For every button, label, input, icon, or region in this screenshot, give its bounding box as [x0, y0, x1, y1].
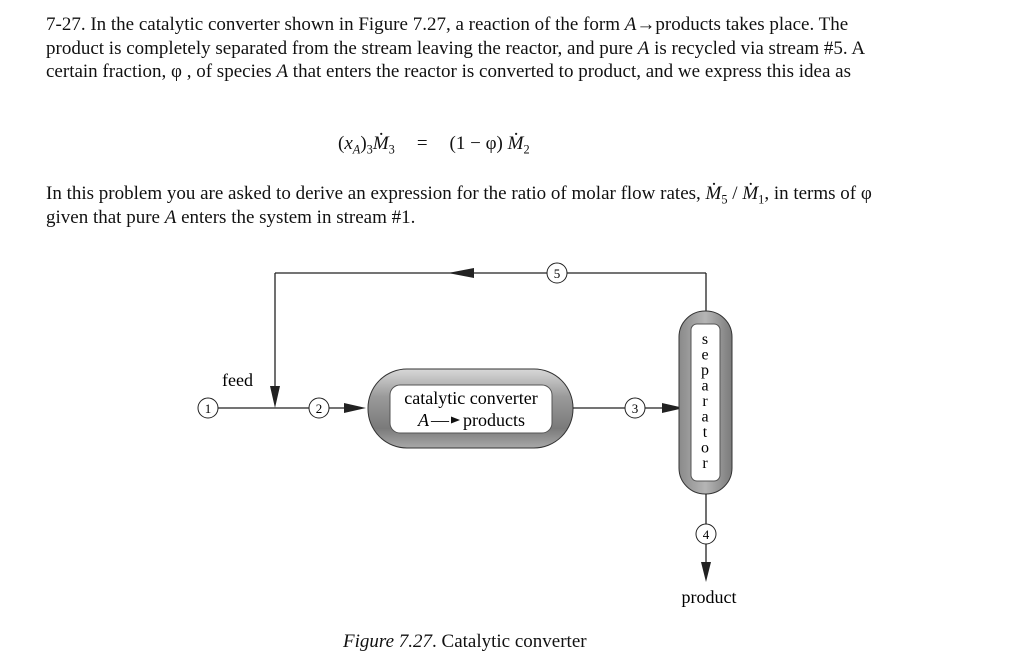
- eq-subscript: 3: [366, 142, 373, 157]
- eq-coefficient: (1 − φ): [449, 133, 508, 154]
- problem-statement-paragraph-1: 7-27. In the catalytic converter shown i…: [46, 13, 906, 84]
- eq-paren: ): [360, 133, 367, 154]
- recycle-stream-5: [274, 272, 707, 398]
- reactor-species: A: [417, 410, 430, 430]
- eq-subscript: 2: [523, 142, 530, 157]
- recycle-arrowhead: [448, 268, 474, 278]
- separator-letter: s: [702, 331, 708, 348]
- text-run: In the catalytic converter shown in Figu…: [85, 14, 625, 35]
- separator-letter: a: [701, 378, 708, 395]
- stream-1-label: 1: [205, 401, 212, 416]
- eq-molar-flow: M: [508, 119, 524, 155]
- phi-symbol: φ: [860, 183, 872, 204]
- text-run: products takes place. The product is com…: [46, 14, 849, 59]
- separator-letter: o: [701, 440, 709, 457]
- eq-subscript: 3: [388, 142, 395, 157]
- stream-3-marker: 3: [624, 397, 646, 419]
- reactor-label-panel: [389, 384, 553, 434]
- reactor-arrowhead: [451, 416, 460, 424]
- text-run: , of species: [181, 61, 277, 82]
- ratio-subscript: 1: [758, 192, 765, 207]
- reactor-label: catalytic converter: [404, 388, 537, 408]
- stream-4-label: 4: [703, 527, 710, 542]
- reaction-arrow: →: [636, 14, 656, 35]
- stream-2-label: 2: [316, 401, 323, 416]
- separator-letter: a: [701, 409, 708, 426]
- species-symbol: A: [637, 37, 650, 59]
- species-symbol: A: [276, 61, 289, 82]
- product-label: product: [682, 587, 737, 607]
- ratio-slash: /: [727, 183, 743, 204]
- stream-1-marker: 1: [197, 397, 219, 419]
- stream-5-marker: 5: [546, 262, 568, 284]
- separator-letter: t: [703, 424, 708, 441]
- figure-caption: Figure 7.27. Catalytic converter: [343, 631, 587, 653]
- problem-statement-paragraph-2: In this problem you are asked to derive …: [46, 169, 906, 229]
- recycle-down-arrowhead: [270, 386, 280, 408]
- text-run: given that pure: [46, 206, 165, 228]
- stream-3-arrowhead: [662, 403, 684, 413]
- ratio-subscript: 5: [721, 192, 728, 207]
- stream-2-arrowhead: [344, 403, 366, 413]
- eq-paren: (: [338, 133, 345, 154]
- eq-subscript: A: [352, 142, 361, 157]
- caption-figure-ref: Figure 7.27: [343, 631, 433, 652]
- problem-number: 7-27.: [46, 14, 86, 35]
- reactor-arrow: —: [430, 410, 450, 430]
- conversion-equation: (xA)3M3=(1 − φ) M2: [338, 119, 530, 157]
- eq-molar-flow: M: [373, 119, 389, 155]
- species-symbol: A: [624, 14, 637, 35]
- ratio-denominator: M: [742, 169, 758, 206]
- stream-2-marker: 2: [308, 397, 330, 419]
- caption-text: . Catalytic converter: [432, 631, 587, 652]
- separator-letter: e: [701, 347, 708, 364]
- reactor-products: products: [463, 410, 525, 430]
- stream-5-label: 5: [554, 266, 561, 281]
- stream-4-marker: 4: [695, 523, 717, 545]
- eq-mole-fraction: x: [344, 133, 353, 154]
- phi-symbol: φ: [171, 61, 182, 82]
- text-run: enters the system in stream #1.: [176, 206, 416, 228]
- stream-4-arrowhead: [701, 562, 711, 582]
- text-run: In this problem you are asked to derive …: [46, 183, 706, 204]
- separator-letter: r: [702, 393, 708, 410]
- separator-letter: r: [702, 455, 708, 472]
- ratio-numerator: M: [706, 169, 722, 206]
- eq-equals: =: [416, 133, 428, 154]
- text-run: , in terms of: [764, 183, 861, 204]
- feed-label: feed: [222, 370, 253, 390]
- text-run: that enters the reactor is converted to …: [288, 61, 851, 82]
- text-run: is recycled via stream #5. A certain fra…: [46, 37, 865, 83]
- stream-3-label: 3: [632, 401, 639, 416]
- separator-label-panel: [690, 323, 721, 482]
- separator-letter: p: [701, 362, 709, 379]
- species-symbol: A: [164, 206, 177, 228]
